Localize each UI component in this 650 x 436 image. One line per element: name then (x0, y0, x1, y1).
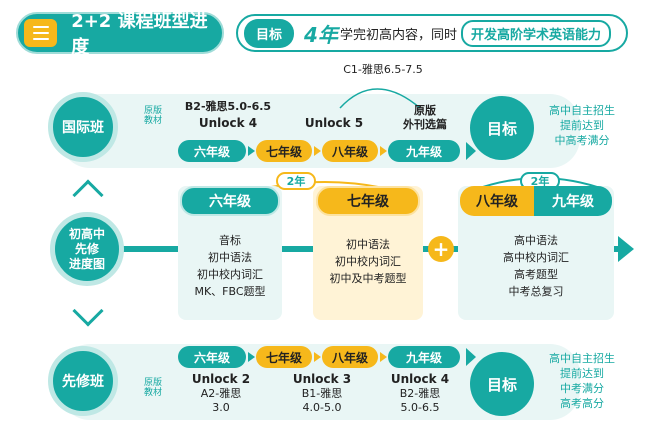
arrow-icon (380, 146, 387, 156)
title-pill: 2+2 课程班型进度 (16, 11, 224, 58)
unit4-label: Unlock 4 (198, 116, 258, 130)
intl-grade-7: 七年级 (256, 140, 312, 162)
arrow-icon (466, 142, 476, 160)
unit4-level: B2-雅思5.0-6.5 (184, 100, 272, 113)
stage2-items: 初中语法 初中校内词汇 初中及中考题型 (313, 236, 423, 287)
arrow-icon (248, 352, 255, 362)
plus-icon: + (428, 236, 454, 262)
pre-unit2-label: Unlock 2 (191, 372, 251, 386)
stage2-item: 初中校内词汇 (335, 255, 401, 269)
stage3-item: 高中校内词汇 (503, 251, 569, 265)
stage1-title: 六年级 (180, 186, 280, 216)
c1-arc (339, 88, 421, 109)
menu-icon[interactable] (24, 19, 58, 47)
pre-unit3-level: B1-雅思 4.0-5.0 (301, 387, 343, 415)
intl-materials-label: 原版 教材 (143, 106, 162, 127)
pre-grade-7: 七年级 (256, 346, 312, 368)
intl-goal-text: 高中自主招生 提前达到 中高考满分 (549, 104, 615, 147)
goal-highlight: 开发高阶学术英语能力 (460, 19, 611, 47)
pre-unit4-level: B2-雅思 5.0-6.5 (399, 387, 441, 415)
stage3-item: 中考总复习 (508, 285, 564, 299)
unit5-label: Unlock 5 (304, 116, 364, 130)
goal-banner: 目标 4年 学完初高内容，同时 开发高阶学术英语能力 (236, 14, 628, 52)
intl-grade-8: 八年级 (322, 140, 378, 162)
stage3-title-b: 九年级 (534, 186, 612, 216)
pre-grade-8: 八年级 (322, 346, 378, 368)
stage1-item: 初中语法 (208, 251, 252, 265)
gap-years-1: 2年 (276, 172, 316, 190)
stage1-item: 初中校内词汇 (197, 268, 263, 282)
intl-grade-9: 九年级 (388, 140, 460, 162)
stage2-title: 七年级 (316, 186, 420, 216)
arrow-icon (380, 352, 387, 362)
arrow-icon (314, 352, 321, 362)
stage2-item: 初中语法 (346, 238, 390, 251)
pre-grade-6: 六年级 (178, 346, 246, 368)
stage3-item: 高考题型 (514, 268, 558, 282)
pre-class-badge: 先修班 (48, 346, 118, 416)
chevron-up-icon (72, 179, 104, 211)
intl-grade-6: 六年级 (178, 140, 246, 162)
stage2-item: 初中及中考题型 (329, 272, 407, 286)
pre-unit3-label: Unlock 3 (292, 372, 352, 386)
arrow-icon (466, 348, 476, 366)
arrow-icon (314, 146, 321, 156)
goal-tag: 目标 (244, 18, 295, 48)
chevron-down-icon (72, 295, 104, 327)
goal-years: 4年 (304, 22, 338, 47)
stage3-item: 高中语法 (514, 234, 558, 247)
pre-materials-label: 原版 教材 (143, 378, 162, 399)
stage1-item: 音标 (219, 234, 241, 247)
pre-grade-9: 九年级 (388, 346, 460, 368)
c1-level: C1-雅思6.5-7.5 (343, 63, 423, 76)
gap-years-2: 2年 (520, 172, 560, 190)
intl-extra-reading: 原版 外刊选篇 (403, 104, 447, 132)
pre-unit4-label: Unlock 4 (390, 372, 450, 386)
arrow-icon (248, 146, 255, 156)
progress-chart-badge: 初高中 先修 进度图 (50, 212, 124, 286)
goal-description: 学完初高内容，同时 (339, 27, 457, 43)
stage3-items: 高中语法 高中校内词汇 高考题型 中考总复习 (458, 232, 614, 300)
intl-class-badge: 国际班 (48, 92, 118, 162)
page-title: 2+2 课程班型进度 (71, 11, 208, 58)
pre-unit2-level: A2-雅思 3.0 (200, 387, 242, 415)
stage3-title-a: 八年级 (460, 186, 534, 216)
intl-goal-circle: 目标 (470, 96, 534, 160)
pre-goal-circle: 目标 (470, 352, 534, 416)
pre-goal-text: 高中自主招生 提前达到 中考满分 高考高分 (549, 352, 615, 410)
stage1-item: MK、FBC题型 (194, 285, 266, 299)
timeline-arrow-icon (618, 236, 634, 262)
stage1-items: 音标 初中语法 初中校内词汇 MK、FBC题型 (178, 232, 282, 300)
